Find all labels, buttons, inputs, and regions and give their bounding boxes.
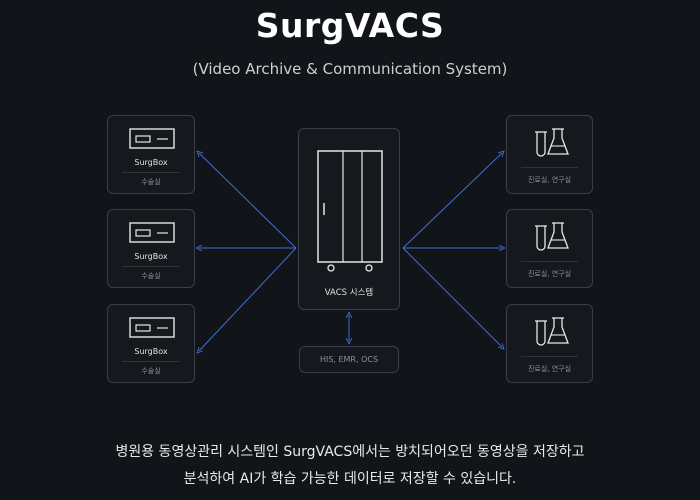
surgbox-label: SurgBox <box>134 158 168 167</box>
divider <box>521 356 578 357</box>
lab-flask-icon <box>507 220 592 258</box>
clinic-location: 진료실, 연구실 <box>527 270 572 278</box>
lab-flask-icon <box>507 126 592 164</box>
clinic-location: 진료실, 연구실 <box>527 176 572 184</box>
connector-right-1 <box>402 153 502 249</box>
clinic-node-1: 진료실, 연구실 <box>506 115 593 194</box>
clinic-node-3: 진료실, 연구실 <box>506 304 593 383</box>
his-emr-ocs-label: HIS, EMR, OCS <box>319 355 379 364</box>
connector-right-3 <box>402 247 502 347</box>
server-rack-icon <box>299 149 399 279</box>
description-line-1: 병원용 동영상관리 시스템인 SurgVACS에서는 방치되어오던 동영상을 저… <box>115 444 585 460</box>
surgbox-device-icon <box>108 222 194 248</box>
divider <box>521 167 578 168</box>
surgbox-label: SurgBox <box>134 252 168 261</box>
vacs-system-node: VACS 시스템 <box>298 128 400 310</box>
surgbox-label: SurgBox <box>134 347 168 356</box>
divider <box>122 266 180 267</box>
surgbox-location: 수술실 <box>141 272 161 280</box>
surgbox-location: 수술실 <box>141 178 161 186</box>
surgbox-location: 수술실 <box>141 367 161 375</box>
his-emr-ocs-node: HIS, EMR, OCS <box>299 346 399 373</box>
surgbox-device-icon <box>108 128 194 154</box>
surgbox-device-icon <box>108 317 194 343</box>
clinic-location: 진료실, 연구실 <box>527 365 572 373</box>
divider <box>521 261 578 262</box>
page-subtitle: (Video Archive & Communication System) <box>192 60 508 78</box>
surgbox-node-2: SurgBox 수술실 <box>107 209 195 288</box>
connector-left-1 <box>199 153 297 249</box>
divider <box>122 172 180 173</box>
connector-left-3 <box>199 247 297 351</box>
surgbox-node-3: SurgBox 수술실 <box>107 304 195 383</box>
page-title: SurgVACS <box>255 6 445 45</box>
divider <box>122 361 180 362</box>
clinic-node-2: 진료실, 연구실 <box>506 209 593 288</box>
surgbox-node-1: SurgBox 수술실 <box>107 115 195 194</box>
description-line-2: 분석하여 AI가 학습 가능한 데이터로 저장할 수 있습니다. <box>183 471 517 487</box>
vacs-system-label: VACS 시스템 <box>324 288 374 298</box>
lab-flask-icon <box>507 315 592 353</box>
